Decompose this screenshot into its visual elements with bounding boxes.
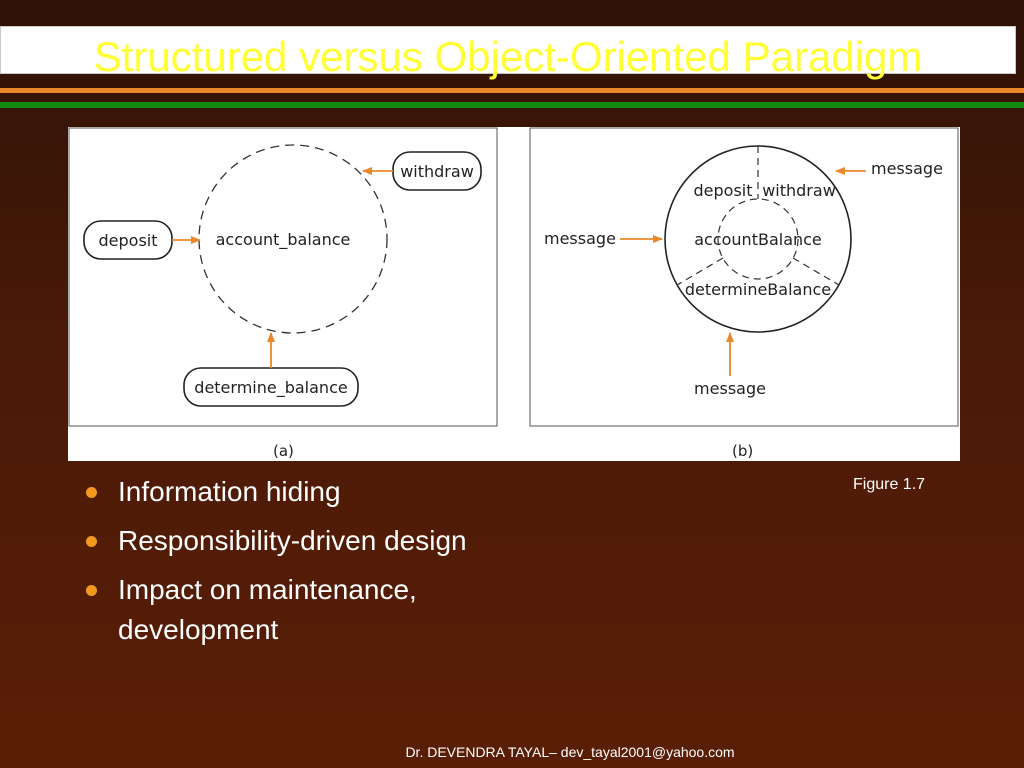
diagram-a-caption: (a) — [273, 442, 294, 460]
account-balance-attr-label: accountBalance — [694, 230, 822, 249]
bullet-dot-icon — [86, 536, 97, 547]
message-bottom-label: message — [694, 379, 766, 398]
diagram-b: deposit withdraw accountBalance determin… — [529, 127, 959, 427]
figure-diagram: account_balance withdraw deposit determi… — [68, 127, 959, 427]
account-balance-label: account_balance — [216, 230, 351, 250]
bullet-text: Information hiding — [118, 476, 341, 507]
title-rule-green — [0, 102, 1024, 108]
message-top-label: message — [871, 159, 943, 178]
bullet-dot-icon — [86, 585, 97, 596]
bullet-text: Responsibility-driven design — [118, 525, 467, 556]
message-left-label: message — [544, 229, 616, 248]
divider-right — [792, 257, 840, 286]
bullet-text-continued: development — [118, 614, 279, 645]
slide-title: Structured versus Object-Oriented Paradi… — [93, 33, 923, 80]
divider-left — [676, 257, 724, 286]
title-bar — [0, 26, 1016, 74]
bullet-item: Impact on maintenance, development — [86, 570, 606, 650]
bullet-item: Responsibility-driven design — [86, 521, 606, 561]
account-balance-circle — [198, 144, 388, 334]
diagram-b-caption: (b) — [732, 442, 754, 460]
determine-balance-label: determine_balance — [194, 378, 347, 398]
diagram-a: account_balance withdraw deposit determi… — [68, 127, 498, 427]
determine-balance-method-label: determineBalance — [685, 280, 831, 299]
bullet-text: Impact on maintenance, — [118, 574, 417, 605]
withdraw-label: withdraw — [400, 162, 474, 181]
withdraw-method-label: withdraw — [762, 181, 836, 200]
title-rule-orange — [0, 88, 1024, 93]
bullet-item: Information hiding — [86, 472, 606, 512]
deposit-label: deposit — [99, 231, 158, 250]
figure-caption: Figure 1.7 — [853, 476, 926, 493]
deposit-method-label: deposit — [694, 181, 753, 200]
object-inner-circle — [717, 198, 799, 280]
bullet-dot-icon — [86, 487, 97, 498]
bullet-list: Information hiding Responsibility-driven… — [86, 472, 606, 659]
footer-credit: Dr. DEVENDRA TAYAL– dev_tayal2001@yahoo.… — [405, 744, 735, 760]
